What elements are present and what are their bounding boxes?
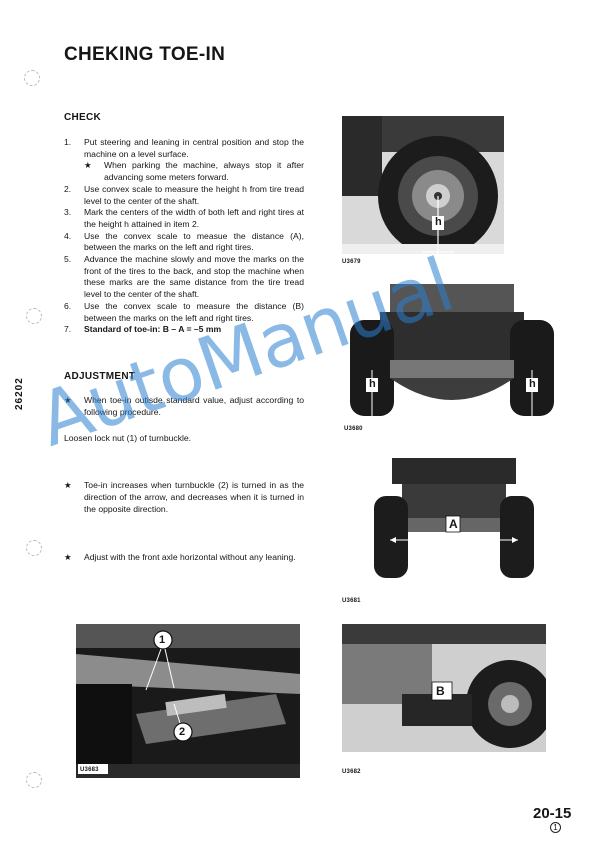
star-icon: ★ (64, 395, 72, 405)
step-number: 6. (64, 300, 72, 311)
adjustment-heading: ADJUSTMENT (64, 371, 136, 382)
adjustment-intro-text: When toe-in outisde standard value, adju… (84, 395, 304, 417)
figure-u3681: A U3681 (342, 456, 536, 604)
wheel-side-photo (342, 116, 504, 254)
h-label-right: h (529, 378, 536, 390)
page-number: 20-15 (533, 805, 572, 822)
rear-view-photo (350, 282, 554, 422)
adjustment-intro: ★ When toe-in outisde standard value, ad… (64, 395, 304, 418)
turnbuckle-photo (76, 624, 300, 778)
step-note: ★ When parking the machine, always stop … (84, 160, 304, 183)
h-label-left: h (369, 378, 376, 390)
figure-caption: U3682 (342, 769, 361, 775)
step-text: Use convex scale to measure the height h… (84, 183, 304, 206)
star-icon: ★ (84, 160, 92, 171)
check-step-3: 3. Mark the centers of the width of both… (64, 207, 304, 230)
front-tire-photo (342, 624, 546, 752)
step-number: 3. (64, 207, 72, 218)
adjustment-bullet-2: ★ Adjust with the front axle horizontal … (64, 552, 304, 564)
step-number: 2. (64, 183, 72, 194)
figure-caption: U3683 (80, 767, 99, 773)
step-number: 7. (64, 324, 72, 335)
bullet-text: Adjust with the front axle horizontal wi… (84, 551, 296, 562)
check-step-2: 2. Use convex scale to measure the heigh… (64, 184, 304, 207)
side-document-number: 26202 (14, 377, 25, 410)
step-text: Use the convex scale to measure the dist… (84, 300, 304, 323)
note-text: When parking the machine, always stop it… (104, 160, 304, 183)
figure-u3682: B U3682 (342, 624, 546, 775)
a-label: A (449, 517, 458, 531)
figure-u3679: h U3679 (342, 116, 504, 265)
figure-caption: U3679 (342, 259, 361, 265)
step-text: Standard of toe-in: B – A = –5 mm (84, 324, 222, 335)
check-step-5: 5. Advance the machine slowly and move t… (64, 254, 304, 301)
check-step-7: 7. Standard of toe-in: B – A = –5 mm (64, 324, 304, 336)
b-label: B (436, 684, 445, 698)
star-icon: ★ (64, 551, 72, 562)
check-heading: CHECK (64, 112, 102, 123)
h-label: h (435, 216, 442, 228)
callout-1: 1 (159, 634, 166, 646)
bullet-text: Toe-in increases when turnbuckle (2) is … (84, 480, 304, 514)
punch-mark-middle (26, 308, 42, 324)
check-step-1: 1. Put steering and leaning in central p… (64, 137, 304, 184)
step-text: Mark the centers of the width of both le… (84, 207, 304, 229)
figure-caption: U3680 (344, 426, 363, 432)
step-text: Advance the machine slowly and move the … (84, 254, 304, 300)
figure-u3680: h h U3680 (344, 282, 554, 432)
figure-u3683: 1 2 U3683 (76, 624, 300, 778)
step-text: Put steering and leaning in central posi… (84, 137, 304, 159)
step-number: 4. (64, 230, 72, 241)
loosen-instruction: Loosen lock nut (1) of turnbuckle. (64, 433, 192, 443)
check-step-4: 4. Use the convex scale to measue the di… (64, 231, 304, 254)
page-title: CHEKING TOE-IN (64, 44, 226, 65)
check-steps: 1. Put steering and leaning in central p… (64, 137, 304, 336)
front-view-photo (372, 456, 536, 584)
star-icon: ★ (64, 480, 72, 491)
punch-mark-lower (26, 540, 42, 556)
page-revision-mark: 1 (550, 822, 561, 833)
figure-caption: U3681 (342, 598, 361, 604)
adjustment-bullet-1: ★ Toe-in increases when turnbuckle (2) i… (64, 480, 304, 515)
step-text: Use the convex scale to measue the dista… (84, 230, 304, 253)
punch-mark-top (24, 70, 40, 86)
punch-mark-bottom (26, 772, 42, 788)
callout-2: 2 (179, 726, 186, 738)
check-step-6: 6. Use the convex scale to measure the d… (64, 301, 304, 324)
step-number: 1. (64, 137, 72, 147)
step-number: 5. (64, 254, 72, 265)
